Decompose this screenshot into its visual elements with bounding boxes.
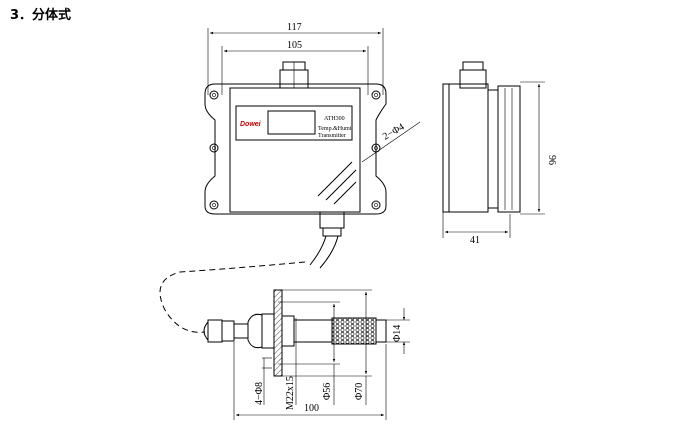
dim-phi14: Φ14 [392,325,403,342]
dim-4phi8: 4−Φ8 [254,382,265,405]
section-title: 3．分体式 [10,8,72,23]
brand-logo: Dowei [240,121,262,128]
model-label: ATH300 [324,116,345,122]
product-line2: Transmitter [318,133,346,139]
hole-label: 2−Φ4 [381,122,406,143]
product-line1: Temp.&Humi. [318,126,353,132]
dim-41: 41 [470,235,480,246]
dim-100: 100 [304,403,319,414]
dim-m22: M22x15 [285,376,296,410]
front-view: 117 105 Dowei ATH300 Temp.&Humi. Transmi… [204,22,421,269]
side-view: 96 41 [442,61,557,246]
probe-view: Φ70 Φ56 M22x15 4−Φ8 Φ14 100 [159,261,410,420]
dim-96: 96 [546,155,557,165]
dim-105: 105 [287,40,302,51]
dim-phi56: Φ56 [322,383,333,400]
dim-phi70: Φ70 [354,383,365,400]
dim-117: 117 [287,22,302,33]
